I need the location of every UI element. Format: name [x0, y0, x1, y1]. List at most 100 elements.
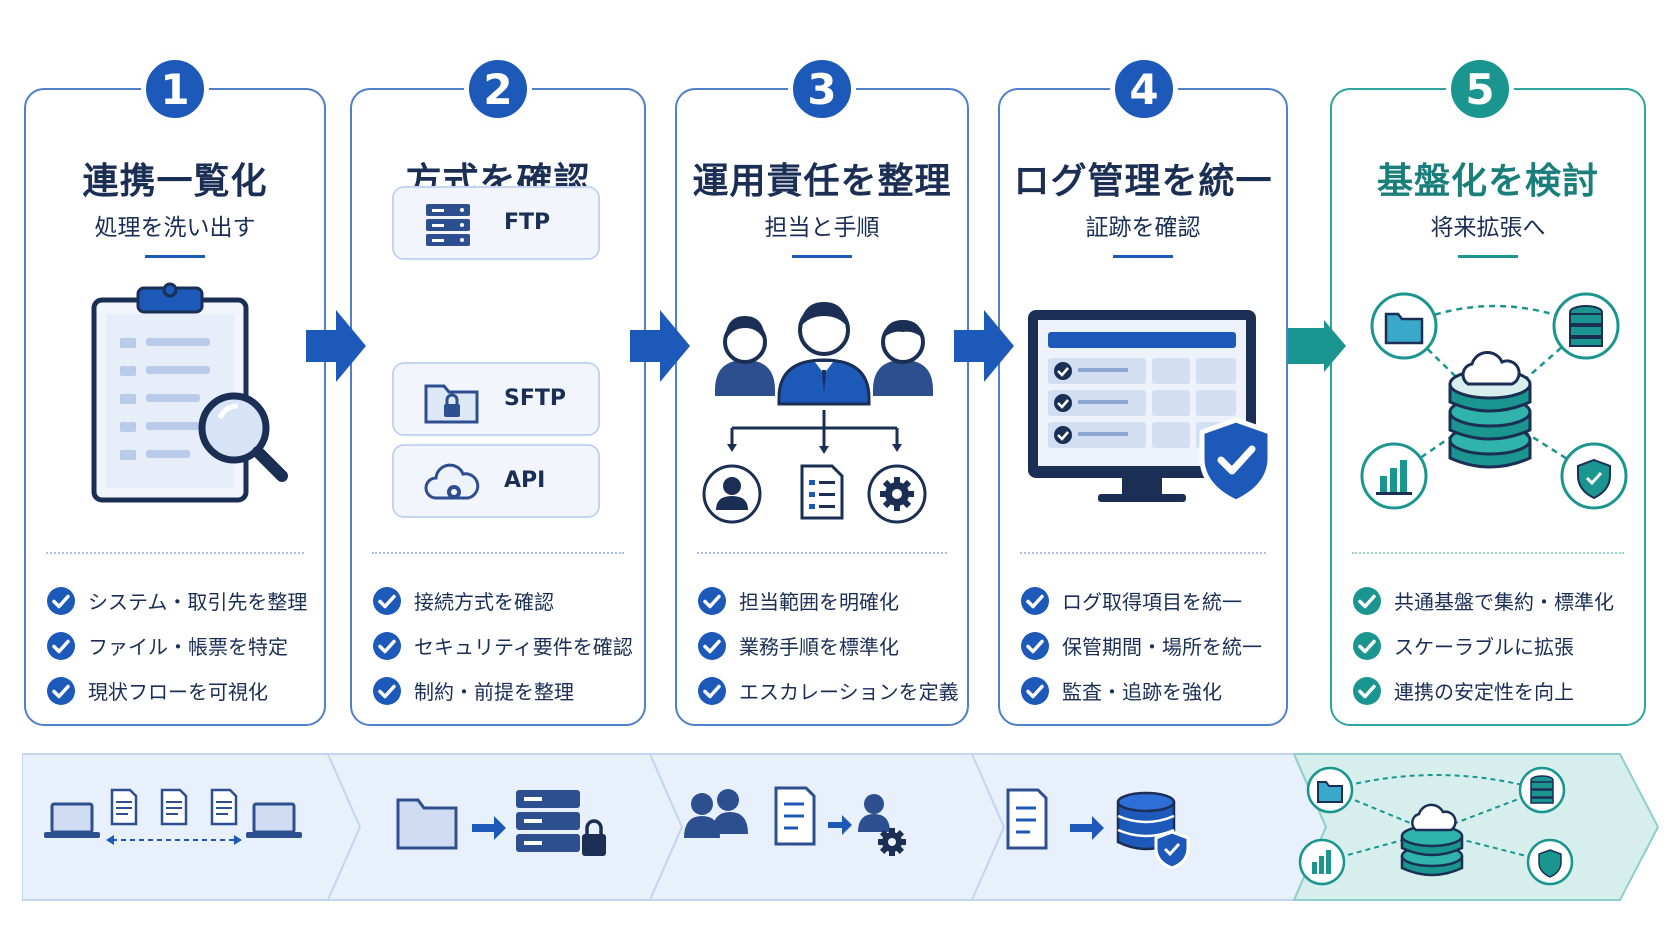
method-label: SFTP — [504, 386, 567, 411]
clipboard-search-icon — [26, 280, 324, 540]
list-item: ログ取得項目を統一 — [1020, 578, 1278, 623]
check-text: 担当範囲を明確化 — [739, 590, 899, 614]
list-item: 共通基盤で集約・標準化 — [1352, 578, 1636, 623]
check-icon — [1021, 676, 1049, 705]
check-icon — [47, 631, 75, 660]
step-subtitle: 証跡を確認 — [1085, 215, 1201, 241]
list-item: スケーラブルに拡張 — [1352, 623, 1636, 668]
list-item: 制約・前提を整理 — [372, 668, 636, 713]
method-ftp: FTP — [392, 186, 600, 260]
check-text: ファイル・帳票を特定 — [88, 635, 288, 659]
list-item: システム・取引先を整理 — [46, 578, 316, 623]
step-title: 基盤化を検討 — [1376, 161, 1599, 202]
divider — [1458, 255, 1518, 258]
step-number-badge: 2 — [464, 55, 532, 123]
list-item: 監査・追跡を強化 — [1020, 668, 1278, 713]
check-text: 制約・前提を整理 — [414, 680, 574, 704]
transfer-methods-icon: FTP SFTP API — [352, 186, 644, 540]
check-icon — [1353, 586, 1381, 615]
cloud-gear-icon — [424, 463, 480, 500]
check-icon — [698, 631, 726, 660]
list-item: 接続方式を確認 — [372, 578, 636, 623]
list-item: ファイル・帳票を特定 — [46, 623, 316, 668]
check-icon — [373, 586, 401, 615]
step-subtitle: 処理を洗い出す — [94, 215, 256, 241]
step-card-3: 運用責任を整理 担当と手順 — [675, 88, 969, 726]
arrow-right-icon — [954, 310, 1014, 382]
check-text: セキュリティ要件を確認 — [414, 635, 633, 659]
check-text: 共通基盤で集約・標準化 — [1394, 590, 1614, 614]
check-text: 連携の安定性を向上 — [1394, 680, 1574, 704]
arrow-right-icon — [306, 310, 366, 382]
step-title: 運用責任を整理 — [692, 161, 952, 202]
step-card-2: 方式を確認 FTP/SFTP/API FTP SFTP API — [350, 88, 646, 726]
divider — [792, 255, 852, 258]
check-icon — [698, 586, 726, 615]
check-icon — [1021, 631, 1049, 660]
dotted-divider — [372, 552, 624, 554]
method-sftp: SFTP — [392, 362, 600, 436]
bottom-flow-band — [22, 753, 1660, 901]
check-text: 業務手順を標準化 — [739, 635, 899, 659]
check-list: 接続方式を確認 セキュリティ要件を確認 制約・前提を整理 — [372, 578, 636, 713]
method-api: API — [392, 444, 600, 518]
check-text: スケーラブルに拡張 — [1394, 635, 1574, 659]
server-icon — [426, 204, 470, 246]
locked-folder-icon — [424, 384, 479, 424]
step-subtitle: 担当と手順 — [764, 215, 880, 241]
folder-to-server-icon — [396, 790, 606, 856]
list-item: 業務手順を標準化 — [697, 623, 959, 668]
check-icon — [47, 676, 75, 705]
arrow-right-icon — [1288, 320, 1346, 372]
check-icon — [698, 676, 726, 705]
log-to-database-icon — [1006, 788, 1190, 870]
list-item: エスカレーションを定義 — [697, 668, 959, 713]
check-text: 接続方式を確認 — [414, 590, 554, 614]
step-number-badge: 4 — [1110, 55, 1178, 123]
dotted-divider — [1352, 552, 1624, 554]
check-list: ログ取得項目を統一 保管期間・場所を統一 監査・追跡を強化 — [1020, 578, 1278, 713]
laptop-exchange-icon — [44, 788, 302, 845]
check-text: 現状フローを可視化 — [88, 680, 268, 704]
check-icon — [373, 676, 401, 705]
method-label: API — [504, 468, 546, 493]
check-text: エスカレーションを定義 — [739, 680, 959, 704]
check-icon — [373, 631, 401, 660]
check-icon — [1021, 586, 1049, 615]
check-list: 担当範囲を明確化 業務手順を標準化 エスカレーションを定義 — [697, 578, 959, 713]
cloud-platform-icon — [1332, 280, 1644, 540]
dotted-divider — [46, 552, 304, 554]
check-list: システム・取引先を整理 ファイル・帳票を特定 現状フローを可視化 — [46, 578, 316, 713]
list-item: セキュリティ要件を確認 — [372, 623, 636, 668]
step-card-1: 連携一覧化 処理を洗い出す システム・取引先を整理 — [24, 88, 326, 726]
step-number-badge: 3 — [788, 55, 856, 123]
divider — [1113, 255, 1173, 258]
monitor-shield-icon — [1000, 280, 1286, 540]
arrow-right-icon — [630, 310, 690, 382]
check-icon — [47, 586, 75, 615]
dotted-divider — [1020, 552, 1266, 554]
step-title: ログ管理を統一 — [1013, 161, 1273, 202]
check-text: ログ取得項目を統一 — [1062, 590, 1242, 614]
team-process-icon — [684, 786, 906, 856]
step-subtitle: 将来拡張へ — [1430, 215, 1546, 241]
method-label: FTP — [504, 210, 551, 235]
step-number-badge: 1 — [141, 55, 209, 123]
cloud-platform-small-icon — [1298, 766, 1574, 886]
check-icon — [1353, 676, 1381, 705]
step-title: 連携一覧化 — [82, 161, 268, 202]
step-number-badge: 5 — [1446, 55, 1514, 123]
check-icon — [1353, 631, 1381, 660]
step-card-4: ログ管理を統一 証跡を確認 ログ取 — [998, 88, 1288, 726]
check-text: システム・取引先を整理 — [88, 590, 308, 614]
check-text: 保管期間・場所を統一 — [1062, 635, 1262, 659]
step-card-5: 基盤化を検討 将来拡張へ — [1330, 88, 1646, 726]
list-item: 連携の安定性を向上 — [1352, 668, 1636, 713]
dotted-divider — [697, 552, 947, 554]
list-item: 保管期間・場所を統一 — [1020, 623, 1278, 668]
check-text: 監査・追跡を強化 — [1062, 680, 1222, 704]
list-item: 担当範囲を明確化 — [697, 578, 959, 623]
check-list: 共通基盤で集約・標準化 スケーラブルに拡張 連携の安定性を向上 — [1352, 578, 1636, 713]
team-icon — [677, 280, 967, 540]
divider — [145, 255, 205, 258]
